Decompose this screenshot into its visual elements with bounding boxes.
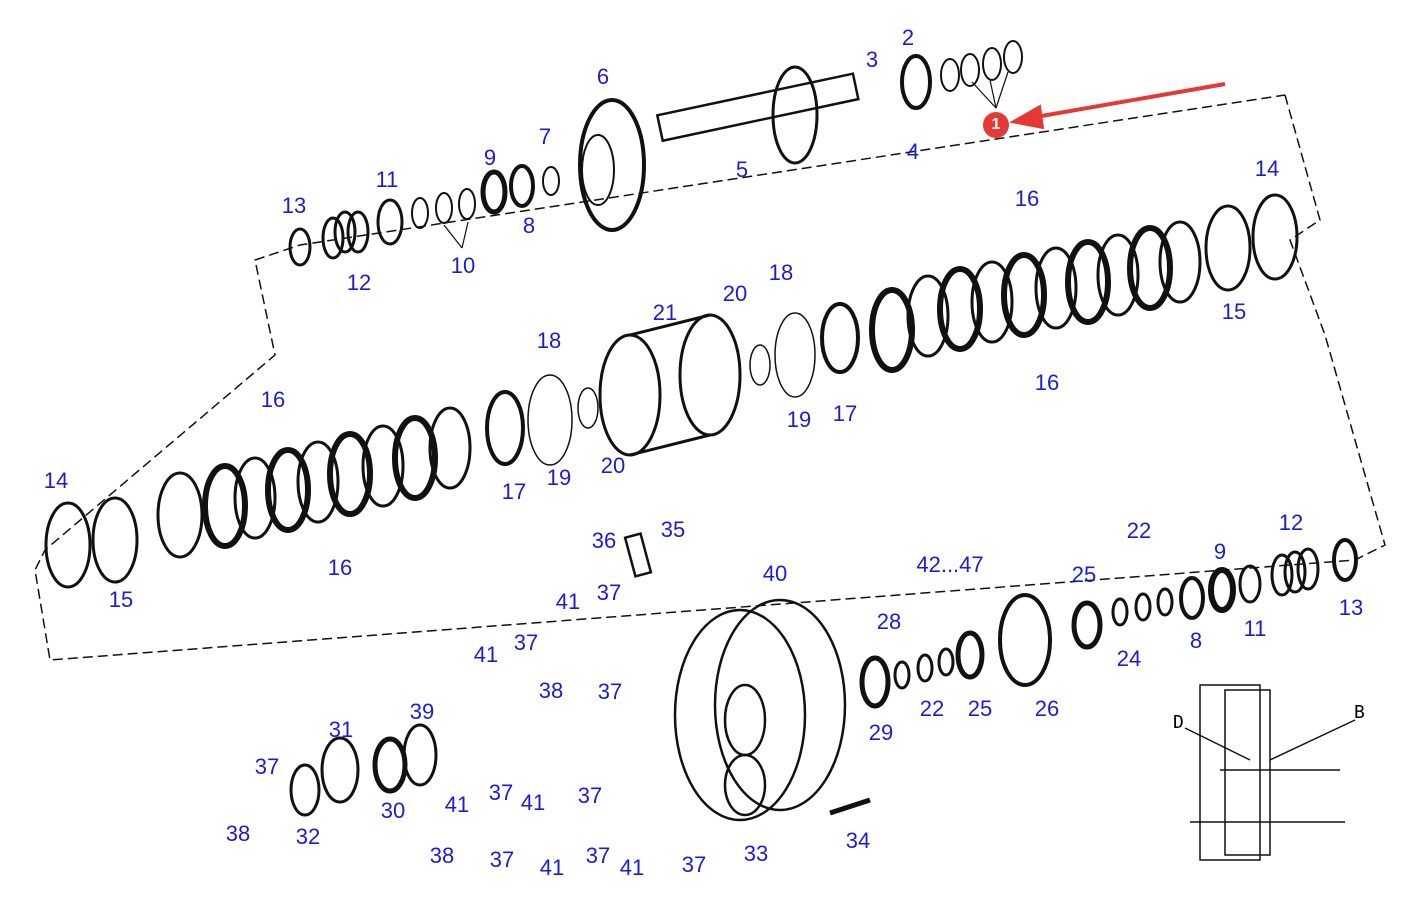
part-label[interactable]: 35 bbox=[660, 517, 686, 542]
part-label[interactable]: 14 bbox=[43, 468, 69, 493]
callout-marker[interactable]: 1 bbox=[983, 112, 1009, 138]
part-label[interactable]: 41 bbox=[619, 855, 645, 880]
shaft-5 bbox=[578, 65, 860, 232]
part-label[interactable]: 37 bbox=[585, 843, 611, 868]
part-label[interactable]: 41 bbox=[539, 855, 565, 880]
part-label[interactable]: 37 bbox=[254, 754, 280, 779]
part-label[interactable]: 9 bbox=[483, 145, 497, 170]
part-label[interactable]: 9 bbox=[1213, 539, 1227, 564]
part-label[interactable]: 30 bbox=[380, 798, 406, 823]
part-label[interactable]: 12 bbox=[346, 270, 372, 295]
leader-lines bbox=[443, 71, 1009, 249]
part-label[interactable]: 37 bbox=[513, 630, 539, 655]
part-label[interactable]: 15 bbox=[1221, 299, 1247, 324]
part-label[interactable]: 20 bbox=[722, 281, 748, 306]
housing-40 bbox=[623, 532, 871, 822]
part-label[interactable]: 4 bbox=[906, 139, 920, 164]
part-label[interactable]: 22 bbox=[919, 696, 945, 721]
part-label[interactable]: 40 bbox=[762, 561, 788, 586]
part-label[interactable]: 38 bbox=[538, 678, 564, 703]
part-label[interactable]: 19 bbox=[786, 407, 812, 432]
inset-label-d: D bbox=[1173, 712, 1184, 733]
part-label[interactable]: 11 bbox=[1243, 616, 1267, 641]
part-label[interactable]: 39 bbox=[409, 699, 435, 724]
part-label[interactable]: 13 bbox=[1338, 595, 1364, 620]
part-label[interactable]: 20 bbox=[600, 453, 626, 478]
part-label[interactable]: 16 bbox=[1014, 186, 1040, 211]
part-label[interactable]: 31 bbox=[328, 717, 354, 742]
part-label[interactable]: 10 bbox=[450, 253, 476, 278]
part-label[interactable]: 42...47 bbox=[916, 552, 984, 577]
part-label[interactable]: 2 bbox=[901, 25, 915, 50]
callout-arrow bbox=[1009, 82, 1226, 130]
part-label[interactable]: 16 bbox=[327, 555, 353, 580]
assembly-outline bbox=[34, 94, 1386, 661]
part-label[interactable]: 22 bbox=[1126, 518, 1152, 543]
part-label[interactable]: 37 bbox=[489, 847, 515, 872]
part-label[interactable]: 25 bbox=[1071, 562, 1097, 587]
part-label[interactable]: 37 bbox=[488, 780, 514, 805]
part-label[interactable]: 37 bbox=[681, 852, 707, 877]
part-label[interactable]: 14 bbox=[1254, 156, 1280, 181]
part-label[interactable]: 24 bbox=[1116, 646, 1142, 671]
part-label[interactable]: 38 bbox=[429, 843, 455, 868]
part-label[interactable]: 41 bbox=[555, 589, 581, 614]
part-label[interactable]: 18 bbox=[536, 328, 562, 353]
part-label[interactable]: 41 bbox=[473, 642, 499, 667]
part-label[interactable]: 19 bbox=[546, 465, 572, 490]
part-label[interactable]: 32 bbox=[295, 824, 321, 849]
part-label[interactable]: 16 bbox=[260, 387, 286, 412]
part-label[interactable]: 21 bbox=[652, 300, 678, 325]
part-label[interactable]: 41 bbox=[444, 792, 470, 817]
clutch-pack-upper bbox=[749, 193, 1299, 398]
part-label[interactable]: 37 bbox=[596, 580, 622, 605]
part-label[interactable]: 12 bbox=[1278, 510, 1304, 535]
part-label[interactable]: 11 bbox=[375, 167, 399, 192]
part-label[interactable]: 8 bbox=[1189, 628, 1203, 653]
part-label[interactable]: 15 bbox=[108, 587, 134, 612]
clutch-pack-lower bbox=[44, 374, 599, 589]
part-label[interactable]: 8 bbox=[522, 213, 536, 238]
part-label[interactable]: 28 bbox=[876, 609, 902, 634]
bottom-rings bbox=[289, 538, 1358, 817]
part-label[interactable]: 13 bbox=[281, 193, 307, 218]
part-label[interactable]: 6 bbox=[596, 64, 610, 89]
part-label[interactable]: 26 bbox=[1034, 696, 1060, 721]
part-label[interactable]: 41 bbox=[520, 790, 546, 815]
part-label[interactable]: 17 bbox=[832, 401, 858, 426]
part-label[interactable]: 37 bbox=[577, 783, 603, 808]
part-label[interactable]: 17 bbox=[501, 479, 527, 504]
part-label[interactable]: 36 bbox=[591, 528, 617, 553]
part-label[interactable]: 3 bbox=[865, 47, 879, 72]
location-inset bbox=[1184, 684, 1356, 861]
part-label[interactable]: 34 bbox=[845, 828, 871, 853]
top-rings bbox=[288, 40, 1023, 267]
gear-21 bbox=[598, 313, 742, 457]
part-label[interactable]: 25 bbox=[967, 696, 993, 721]
part-label[interactable]: 33 bbox=[743, 841, 769, 866]
part-label[interactable]: 38 bbox=[225, 821, 251, 846]
part-label[interactable]: 18 bbox=[768, 260, 794, 285]
part-label[interactable]: 29 bbox=[868, 720, 894, 745]
inset-label-b: B bbox=[1354, 702, 1365, 723]
part-label[interactable]: 7 bbox=[538, 124, 552, 149]
part-label[interactable]: 16 bbox=[1034, 370, 1060, 395]
part-label[interactable]: 5 bbox=[735, 157, 749, 182]
part-label[interactable]: 37 bbox=[597, 679, 623, 704]
